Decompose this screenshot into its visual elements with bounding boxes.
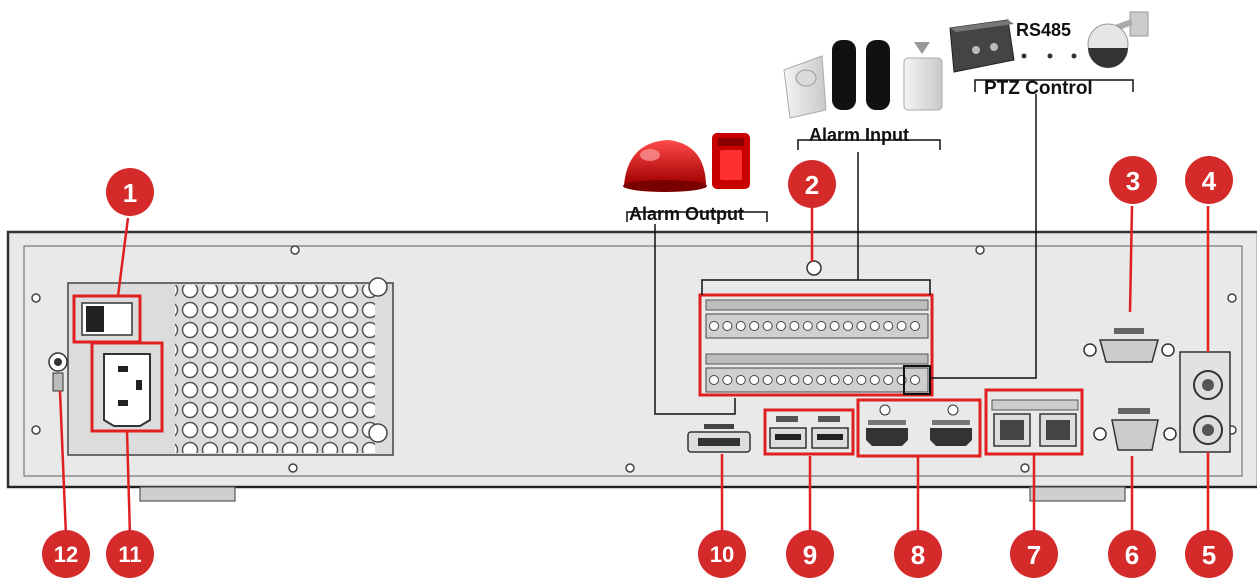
svg-text:7: 7: [1027, 540, 1041, 570]
terminal-screw: [762, 321, 773, 331]
beam-detector-illustration: [832, 40, 890, 110]
pir-sensor-illustration: [783, 55, 827, 119]
callout-7: 7: [1010, 530, 1058, 578]
terminal-screw: [722, 321, 733, 331]
label-alarm-output: Alarm Output: [629, 204, 744, 224]
svg-text:12: 12: [54, 542, 78, 567]
screw: [368, 423, 388, 443]
svg-text:8: 8: [911, 540, 925, 570]
terminal-screw: [896, 321, 907, 331]
terminal-screw: [883, 321, 894, 331]
screw: [31, 425, 41, 435]
screw: [1227, 293, 1237, 303]
svg-text:6: 6: [1125, 540, 1139, 570]
screw: [1020, 463, 1030, 473]
terminal-screw: [789, 321, 800, 331]
svg-text:10: 10: [710, 542, 734, 567]
terminal-screw: [789, 375, 800, 385]
terminal-screw: [749, 321, 760, 331]
terminal-screw: [869, 375, 880, 385]
terminal-screw: [749, 375, 760, 385]
svg-text:1: 1: [123, 178, 137, 208]
terminal-screw: [883, 375, 894, 385]
callout-10: 10: [698, 530, 746, 578]
terminal-screw: [802, 321, 813, 331]
callout-11: 11: [106, 530, 154, 578]
callout-1: 1: [106, 168, 154, 216]
terminal-screw: [735, 375, 746, 385]
siren-illustration: [623, 140, 707, 192]
rs232-port: [1083, 328, 1175, 363]
terminal-screw: [843, 375, 853, 385]
foot: [139, 486, 236, 502]
callout-8: 8: [894, 530, 942, 578]
terminal-screw: [843, 321, 853, 331]
ground-terminal: [48, 352, 68, 392]
label-ptz-control: PTZ Control: [984, 78, 1093, 99]
svg-text:5: 5: [1202, 540, 1216, 570]
callout-3: 3: [1109, 156, 1157, 204]
svg-text:11: 11: [118, 542, 141, 567]
callout-9: 9: [786, 530, 834, 578]
smoke-detector-illustration: [903, 42, 943, 111]
audio-bnc-ports: [1179, 351, 1231, 453]
vga-port: [1093, 408, 1177, 451]
terminal-screw: [856, 321, 867, 331]
terminal-screw: [735, 321, 746, 331]
alarm-terminal-block: [698, 260, 934, 397]
ptz-keyboard-illustration: [949, 19, 1015, 73]
label-alarm-input: Alarm Input: [809, 125, 909, 145]
connection-lines: [626, 79, 1134, 415]
power-input-socket: [90, 341, 164, 433]
usb-ports: [763, 408, 855, 456]
terminal-screw: [762, 375, 773, 385]
label-rs485: RS485: [1016, 20, 1071, 40]
strobe-light-illustration: [712, 133, 750, 189]
terminal-screw: [816, 375, 827, 385]
callout-2: 2: [788, 160, 836, 208]
terminal-screw: [816, 321, 827, 331]
terminal-screw: [829, 375, 840, 385]
callout-4: 4: [1185, 156, 1233, 204]
foot: [1029, 486, 1126, 502]
terminal-screw: [802, 375, 813, 385]
callout-5: 5: [1185, 530, 1233, 578]
terminal-screw: [856, 375, 867, 385]
screw: [290, 245, 300, 255]
callout-12: 12: [42, 530, 90, 578]
screw: [975, 245, 985, 255]
screw: [368, 277, 388, 297]
svg-text:2: 2: [805, 170, 819, 200]
svg-text:9: 9: [803, 540, 817, 570]
terminal-screw: [910, 375, 920, 385]
fan-grille: [175, 285, 375, 453]
screw: [31, 293, 41, 303]
network-ports: [984, 388, 1084, 456]
terminal-screw: [722, 375, 733, 385]
terminal-screw: [709, 375, 719, 385]
screw: [288, 463, 298, 473]
terminal-screw: [776, 375, 786, 385]
callout-6: 6: [1108, 530, 1156, 578]
terminal-screw: [829, 321, 840, 331]
rs485-dots: [1021, 53, 1077, 59]
terminal-screw: [776, 321, 786, 331]
terminal-screw: [910, 321, 920, 331]
esata-port: [687, 424, 751, 453]
speed-dome-camera-illustration: [1087, 11, 1149, 68]
svg-text:3: 3: [1126, 166, 1140, 196]
terminal-screw: [709, 321, 719, 331]
callout-leaders: [58, 205, 1210, 537]
svg-text:4: 4: [1202, 166, 1217, 196]
terminal-screw: [869, 321, 880, 331]
screw: [625, 463, 635, 473]
power-switch: [72, 294, 142, 344]
